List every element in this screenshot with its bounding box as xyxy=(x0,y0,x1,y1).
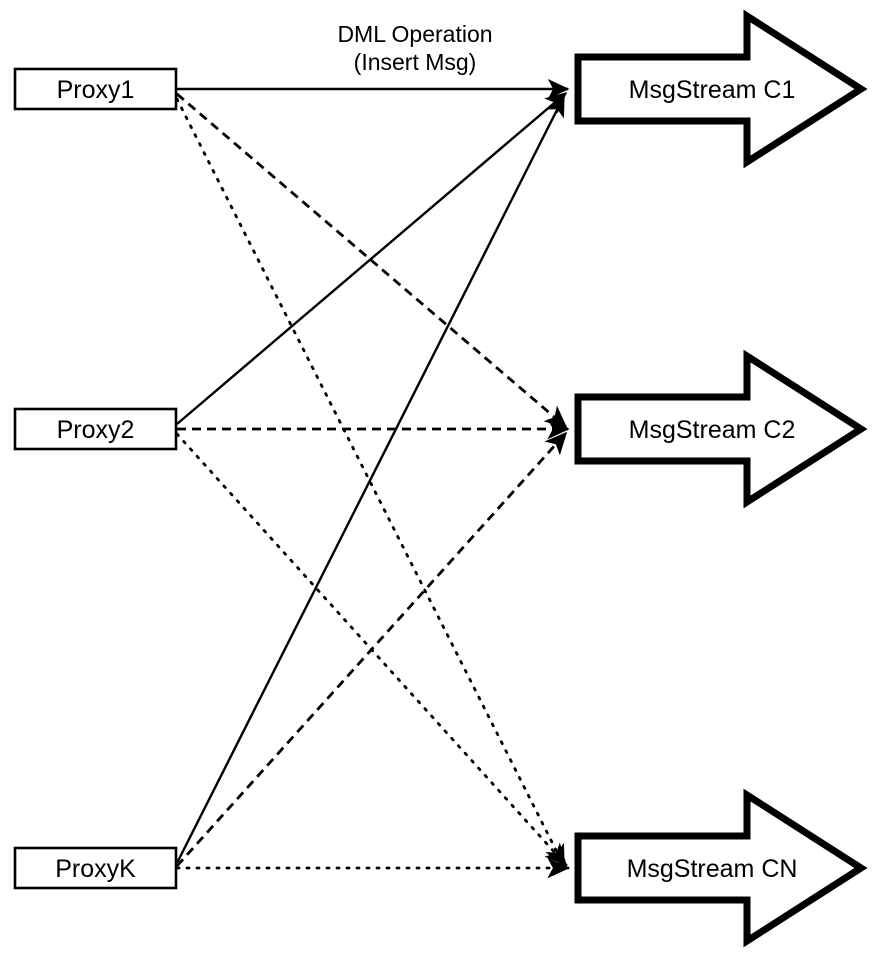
proxy1-box[interactable] xyxy=(13,67,178,111)
proxyk-box[interactable] xyxy=(13,846,178,890)
proxyk-label: ProxyK xyxy=(55,855,136,883)
proxy2-label: Proxy2 xyxy=(57,416,135,444)
msgstream-cn-label: MsgStream CN xyxy=(627,855,798,883)
msgstream-c2-arrow-shape[interactable] xyxy=(574,349,868,509)
msgstream-cn-arrow-shape[interactable] xyxy=(574,788,868,948)
msgstream-c1-label: MsgStream C1 xyxy=(629,76,796,104)
dml-operation-line1: DML Operation xyxy=(337,21,492,47)
msgstream-c1-arrow-shape[interactable] xyxy=(574,9,868,169)
edge-proxy2-to-c1 xyxy=(176,92,568,425)
proxy-node-proxy2[interactable]: Proxy2 xyxy=(13,407,178,451)
msgstream-node-c1[interactable]: MsgStream C1 xyxy=(574,9,868,169)
msgstream-node-cn[interactable]: MsgStream CN xyxy=(574,788,868,948)
proxy2-box[interactable] xyxy=(13,407,178,451)
msgstream-node-c2[interactable]: MsgStream C2 xyxy=(574,349,868,509)
edge-proxy1-to-cn xyxy=(175,97,566,868)
msgstream-c2-label: MsgStream C2 xyxy=(629,416,796,444)
edge-proxy1-to-c2 xyxy=(176,92,568,429)
dml-operation-line2: (Insert Msg) xyxy=(354,49,477,75)
proxy-node-proxyk[interactable]: ProxyK xyxy=(13,846,178,890)
edge-annotation-dml-operation: DML Operation (Insert Msg) xyxy=(337,21,492,75)
proxy1-label: Proxy1 xyxy=(57,76,135,104)
edge-layer xyxy=(175,78,570,879)
edge-proxyk-to-c1 xyxy=(175,94,566,864)
proxy-node-proxy1[interactable]: Proxy1 xyxy=(13,67,178,111)
edge-proxyk-to-c2 xyxy=(175,431,568,867)
